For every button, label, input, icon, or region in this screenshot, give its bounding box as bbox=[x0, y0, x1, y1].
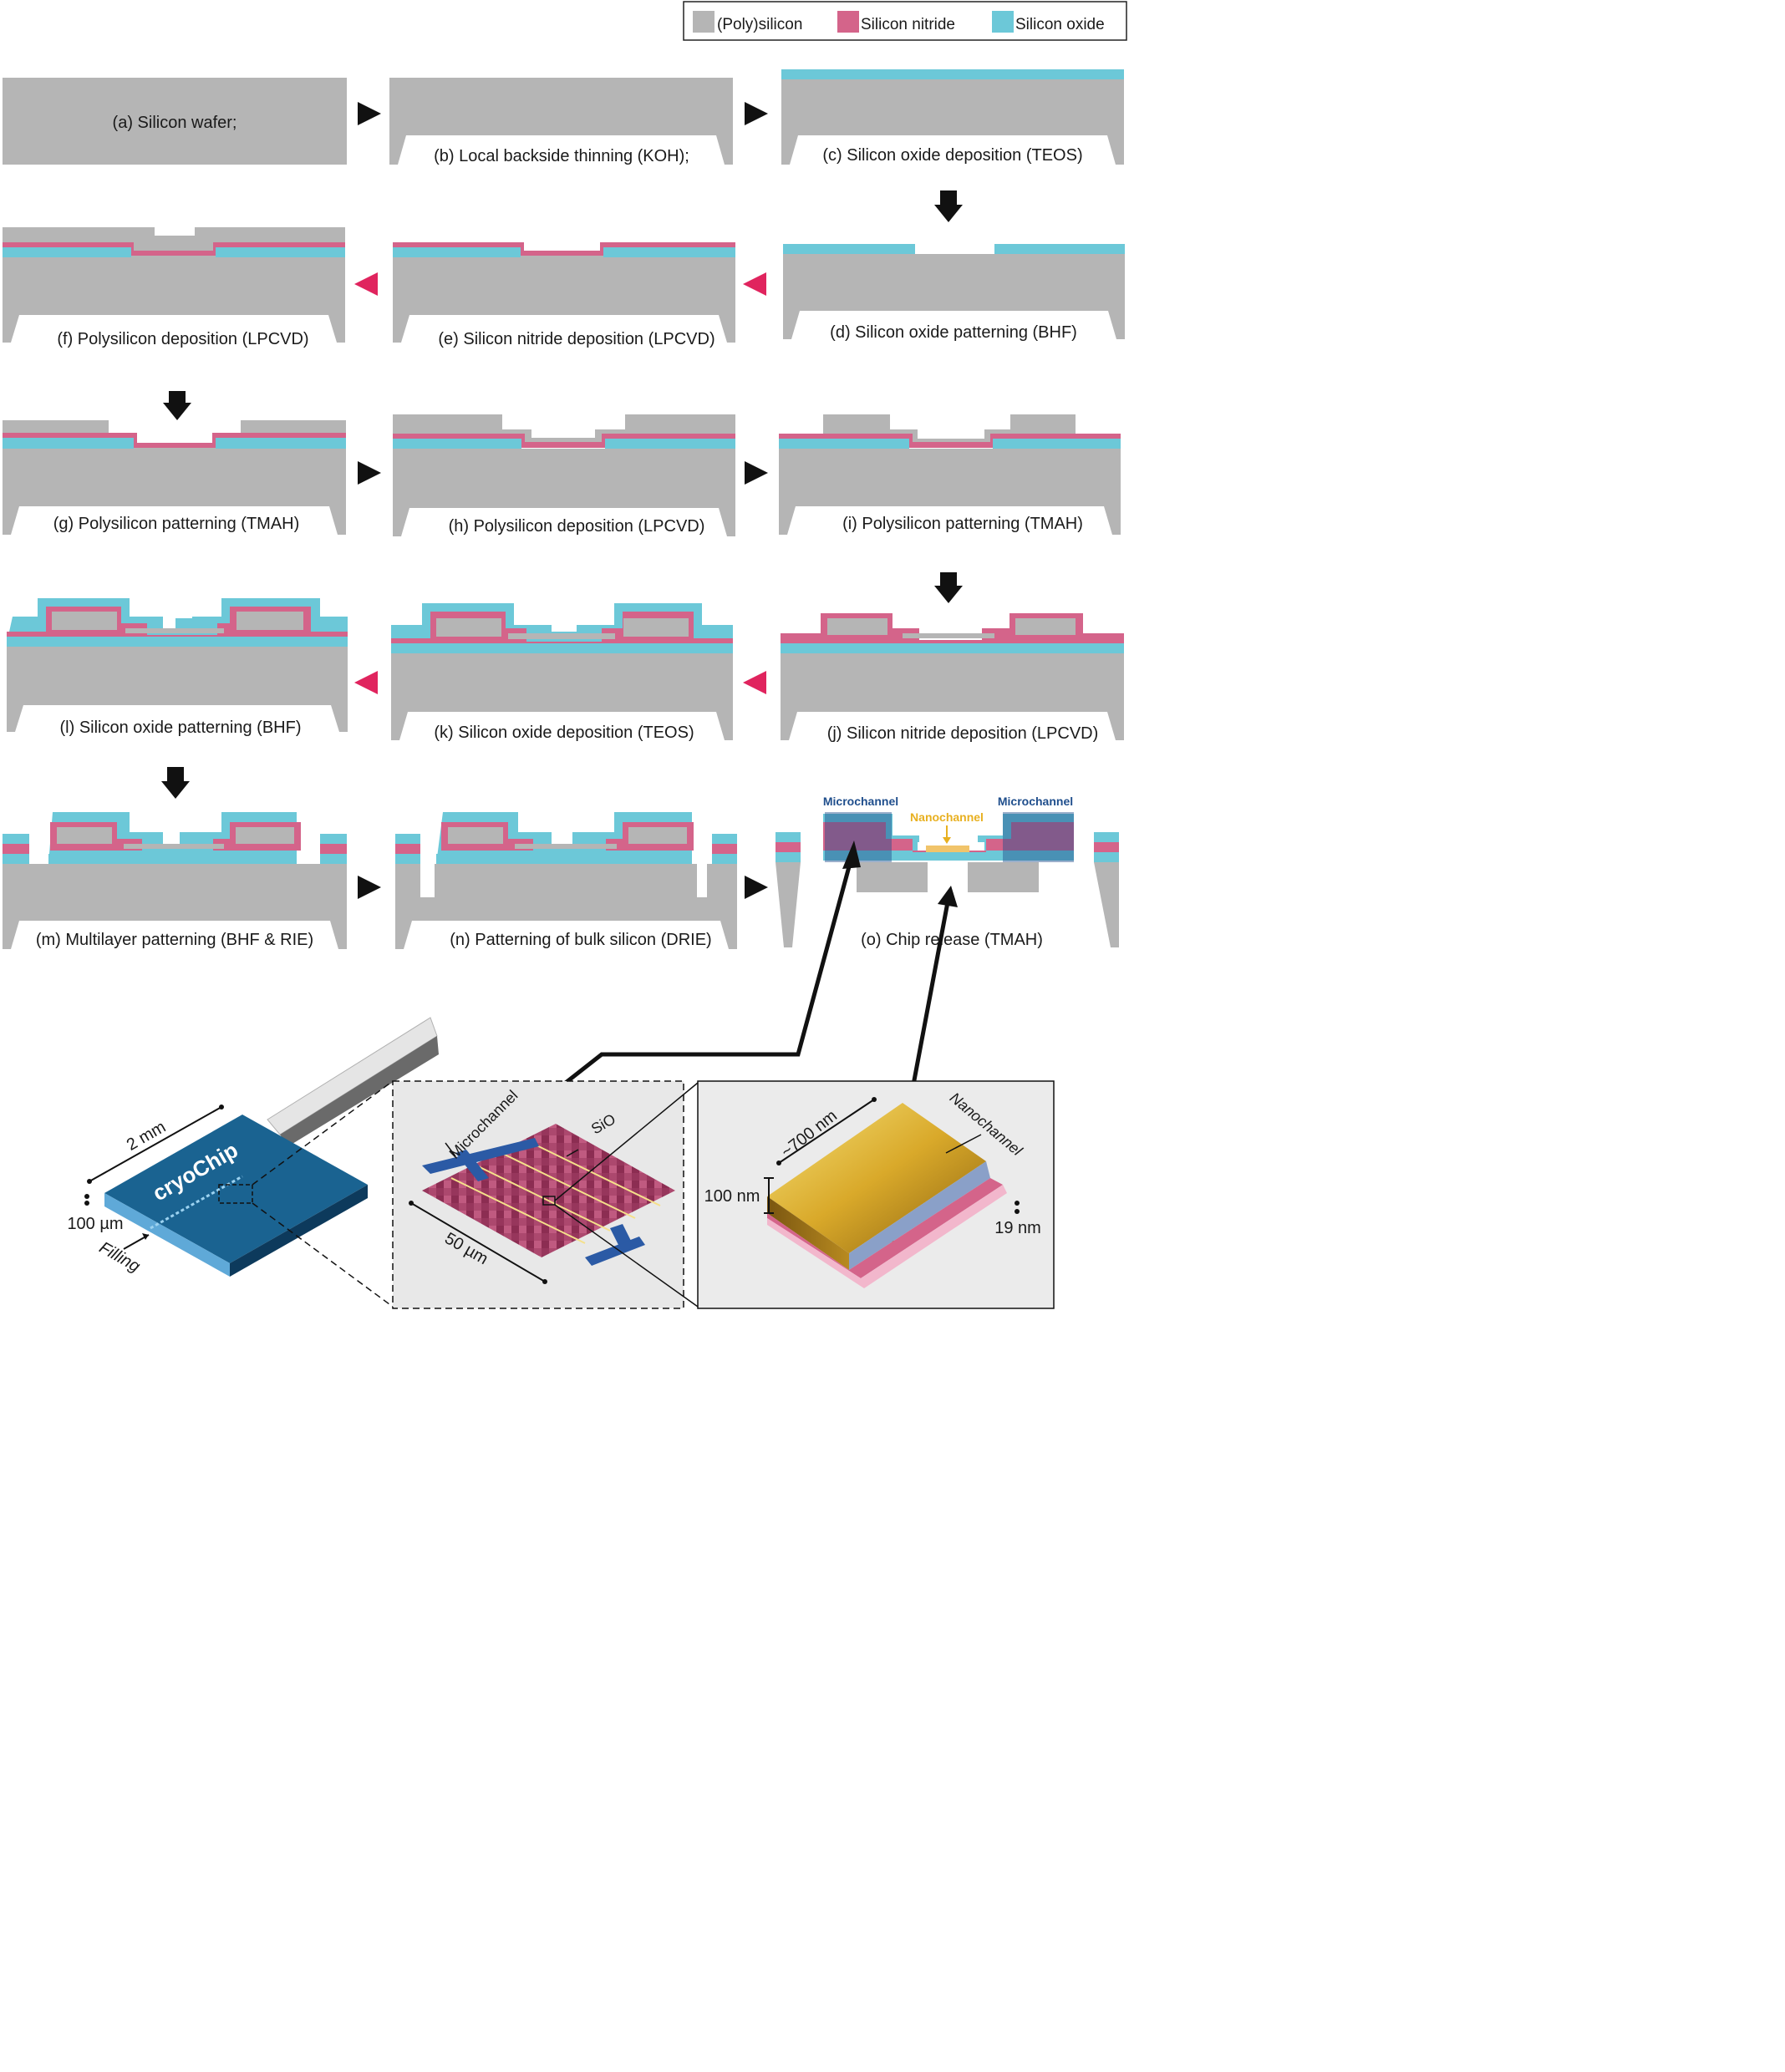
legend-label-nitride: Silicon nitride bbox=[861, 16, 955, 33]
step-g-caption: (g) Polysilicon patterning (TMAH) bbox=[53, 515, 300, 533]
step-e-caption: (e) Silicon nitride deposition (LPCVD) bbox=[438, 330, 715, 348]
chip-side bbox=[230, 1185, 368, 1277]
wafer-a bbox=[3, 78, 347, 165]
microchannel-top bbox=[422, 1138, 539, 1174]
step-h: (h) Polysilicon deposition (LPCVD) bbox=[393, 414, 735, 536]
arrow-right-2 bbox=[745, 102, 768, 125]
step-m-caption: (m) Multilayer patterning (BHF & RIE) bbox=[36, 931, 313, 949]
chip-front bbox=[104, 1193, 230, 1277]
step-i-caption: (i) Polysilicon patterning (TMAH) bbox=[842, 515, 1083, 533]
step-n-caption: (n) Patterning of bulk silicon (DRIE) bbox=[450, 931, 711, 949]
arrow-right-3 bbox=[358, 461, 381, 485]
step-m: (m) Multilayer patterning (BHF & RIE) bbox=[3, 812, 347, 949]
step-g: (g) Polysilicon patterning (TMAH) bbox=[3, 420, 346, 535]
nanochannel-marker bbox=[926, 846, 969, 852]
arrow-left-pink-2 bbox=[743, 272, 766, 296]
step-f-caption: (f) Polysilicon deposition (LPCVD) bbox=[57, 330, 308, 348]
step-k-caption: (k) Silicon oxide deposition (TEOS) bbox=[434, 724, 694, 742]
legend-swatch-nitride bbox=[837, 11, 859, 33]
step-a: (a) Silicon wafer; bbox=[3, 78, 347, 165]
wafer-b bbox=[389, 78, 733, 165]
step-c: (c) Silicon oxide deposition (TEOS) bbox=[781, 69, 1124, 165]
arrow-down-4 bbox=[161, 767, 190, 799]
nano-panel: ~700 nm Nanochannel 100 nm 19 nm bbox=[697, 1080, 1055, 1309]
membrane-grid bbox=[422, 1124, 675, 1257]
legend-swatch-oxide bbox=[992, 11, 1014, 33]
zoom-panel: Microchannel SiO 50 µm bbox=[392, 1080, 699, 1309]
legend-label-oxide: Silicon oxide bbox=[1015, 16, 1105, 33]
arrow-right-4 bbox=[745, 461, 768, 485]
chip-filling-label: Filling bbox=[96, 1238, 143, 1276]
step-j-caption: (j) Silicon nitride deposition (LPCVD) bbox=[827, 724, 1099, 743]
step-a-caption: (a) Silicon wafer; bbox=[113, 114, 237, 132]
nano-height-label: 100 nm bbox=[704, 1187, 760, 1206]
step-i: (i) Polysilicon patterning (TMAH) bbox=[779, 414, 1121, 535]
arrow-down-3 bbox=[934, 572, 963, 603]
step-k: (k) Silicon oxide deposition (TEOS) bbox=[391, 603, 733, 742]
nanochannel-liquid bbox=[849, 1161, 990, 1270]
step-n: (n) Patterning of bulk silicon (DRIE) bbox=[395, 812, 737, 949]
step-d-caption: (d) Silicon oxide patterning (BHF) bbox=[830, 323, 1077, 342]
step-l: (l) Silicon oxide patterning (BHF) bbox=[7, 598, 348, 737]
step-d: (d) Silicon oxide patterning (BHF) bbox=[783, 244, 1125, 342]
legend: (Poly)silicon Silicon nitride Silicon ox… bbox=[683, 1, 1127, 41]
arrow-down-2 bbox=[163, 391, 191, 420]
step-b: (b) Local backside thinning (KOH); bbox=[389, 78, 733, 165]
step-f: (f) Polysilicon deposition (LPCVD) bbox=[3, 227, 345, 348]
arrow-left-pink-3 bbox=[354, 671, 378, 694]
microchannel-left bbox=[825, 812, 892, 862]
step-o-caption: (o) Chip release (TMAH) bbox=[861, 931, 1043, 949]
step-l-caption: (l) Silicon oxide patterning (BHF) bbox=[60, 719, 302, 737]
step-e: (e) Silicon nitride deposition (LPCVD) bbox=[393, 242, 735, 348]
oxide-c bbox=[781, 69, 1124, 79]
chip-top bbox=[104, 1115, 368, 1263]
step-c-caption: (c) Silicon oxide deposition (TEOS) bbox=[822, 146, 1082, 165]
arrow-right-1 bbox=[358, 102, 381, 125]
fabrication-figure: (Poly)silicon Silicon nitride Silicon ox… bbox=[3, 1, 1127, 1309]
step-b-caption: (b) Local backside thinning (KOH); bbox=[434, 147, 689, 165]
arrow-left-pink-4 bbox=[743, 671, 766, 694]
legend-swatch-silicon bbox=[693, 11, 715, 33]
arrow-right-6 bbox=[745, 876, 768, 899]
microchannel-right bbox=[1003, 812, 1074, 862]
nanochannel-label: Nanochannel bbox=[910, 810, 984, 824]
poly-f bbox=[3, 227, 345, 252]
legend-label-silicon: (Poly)silicon bbox=[717, 16, 802, 33]
nano-thickness-label: 19 nm bbox=[994, 1219, 1041, 1237]
step-h-caption: (h) Polysilicon deposition (LPCVD) bbox=[449, 517, 705, 536]
microchannel-bottom bbox=[585, 1237, 645, 1266]
wafer-f bbox=[3, 256, 345, 343]
arrow-left-pink-1 bbox=[354, 272, 378, 296]
arrow-down-1 bbox=[934, 190, 963, 222]
arrow-right-5 bbox=[358, 876, 381, 899]
step-o: Microchannel Microchannel Nanochannel (o… bbox=[776, 795, 1119, 949]
microchannel-left-label: Microchannel bbox=[823, 795, 898, 808]
nitride-f bbox=[3, 242, 345, 256]
microchannel-right-label: Microchannel bbox=[998, 795, 1073, 808]
nanochannel-top bbox=[767, 1103, 986, 1253]
wafer-c bbox=[781, 79, 1124, 165]
chip-thickness-label: 100 µm bbox=[67, 1215, 123, 1233]
step-j: (j) Silicon nitride deposition (LPCVD) bbox=[781, 613, 1124, 743]
cryochip-illustration: cryoChip 2 mm 100 µm Filling bbox=[67, 1017, 439, 1308]
